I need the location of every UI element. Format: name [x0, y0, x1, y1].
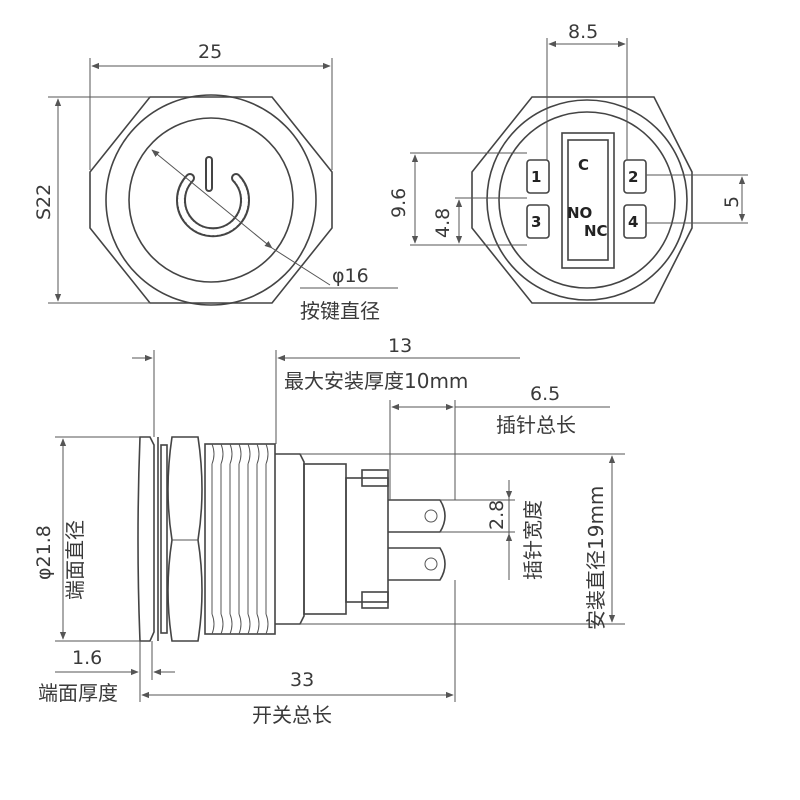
mount-diameter-label: 安装直径19mm: [584, 486, 608, 630]
front-bezel-inner: [128, 117, 294, 283]
thread-mark: [211, 613, 215, 635]
svg-text:3: 3: [531, 213, 541, 231]
rear-width-value: 8.5: [568, 21, 598, 43]
power-icon: [176, 156, 250, 238]
rear-body-inner: [498, 111, 676, 289]
pin-4: 4: [623, 204, 647, 239]
side-pin-upper: [361, 469, 446, 533]
pin-length-label: 插针总长: [496, 413, 576, 437]
front-bezel-outer: [105, 94, 317, 306]
rear-hex-nut: [471, 96, 693, 304]
thread-mark: [211, 443, 215, 465]
thread-mark: [256, 443, 260, 465]
side-housing: [303, 463, 347, 615]
total-length-label: 开关总长: [252, 703, 332, 727]
front-view: φ16 按键直径 25 S22: [33, 41, 398, 323]
pin-width-value: 2.8: [486, 500, 508, 530]
side-face-plate: [137, 436, 155, 642]
rear-body-outer: [486, 99, 688, 301]
thread-mark: [229, 443, 233, 465]
max-mount-thickness-label: 最大安装厚度10mm: [284, 369, 468, 393]
thread-mark: [229, 613, 233, 635]
face-diameter-label: 端面直径: [63, 520, 87, 600]
thread-mark: [247, 443, 251, 465]
side-threaded-body: [204, 443, 276, 635]
pin-length-value: 6.5: [530, 383, 560, 405]
hex-size-value: S22: [33, 184, 55, 220]
front-hex-nut: [89, 96, 333, 304]
svg-text:4: 4: [628, 213, 638, 231]
thread-mark: [238, 443, 242, 465]
pin-row-spacing-value: 5: [721, 196, 743, 208]
total-length-value: 33: [290, 669, 314, 691]
rear-view: 1 2 3 4 C NO NC 8.5 9.6 4.8: [388, 21, 748, 304]
rear-center-block: [561, 132, 615, 269]
thread-mark: [238, 613, 242, 635]
pin-2: 2: [623, 159, 647, 194]
svg-text:1: 1: [531, 168, 541, 186]
pin-nc-label: NC: [584, 222, 608, 240]
thread-mark: [265, 613, 269, 635]
pin-common-label: C: [578, 156, 589, 174]
button-diameter-label: 按键直径: [300, 299, 380, 323]
svg-text:2: 2: [628, 168, 638, 186]
pin-3: 3: [526, 204, 550, 239]
thread-mark: [220, 443, 224, 465]
side-view: 13 最大安装厚度10mm 6.5 插针总长 2.8 插针宽度 安装直径19mm…: [33, 335, 625, 727]
side-pin-lower: [361, 547, 446, 609]
thread-lines: [211, 443, 269, 635]
thread-mark: [247, 613, 251, 635]
pin-width-label: 插针宽度: [521, 500, 545, 580]
max-mount-thickness-value: 13: [388, 335, 412, 357]
face-thickness-value: 1.6: [72, 647, 102, 669]
pin-no-label: NO: [567, 204, 592, 222]
button-diameter-value: φ16: [332, 265, 369, 287]
pin-spacing-outer-value: 9.6: [388, 188, 410, 218]
thread-mark: [265, 443, 269, 465]
pin-1: 1: [526, 159, 550, 194]
thread-mark: [256, 613, 260, 635]
face-diameter-value: φ21.8: [33, 525, 55, 580]
thread-mark: [220, 613, 224, 635]
pin-spacing-inner-value: 4.8: [432, 208, 454, 238]
side-hex-nut: [167, 436, 203, 642]
face-thickness-label: 端面厚度: [38, 681, 118, 705]
front-width-value: 25: [198, 41, 222, 63]
